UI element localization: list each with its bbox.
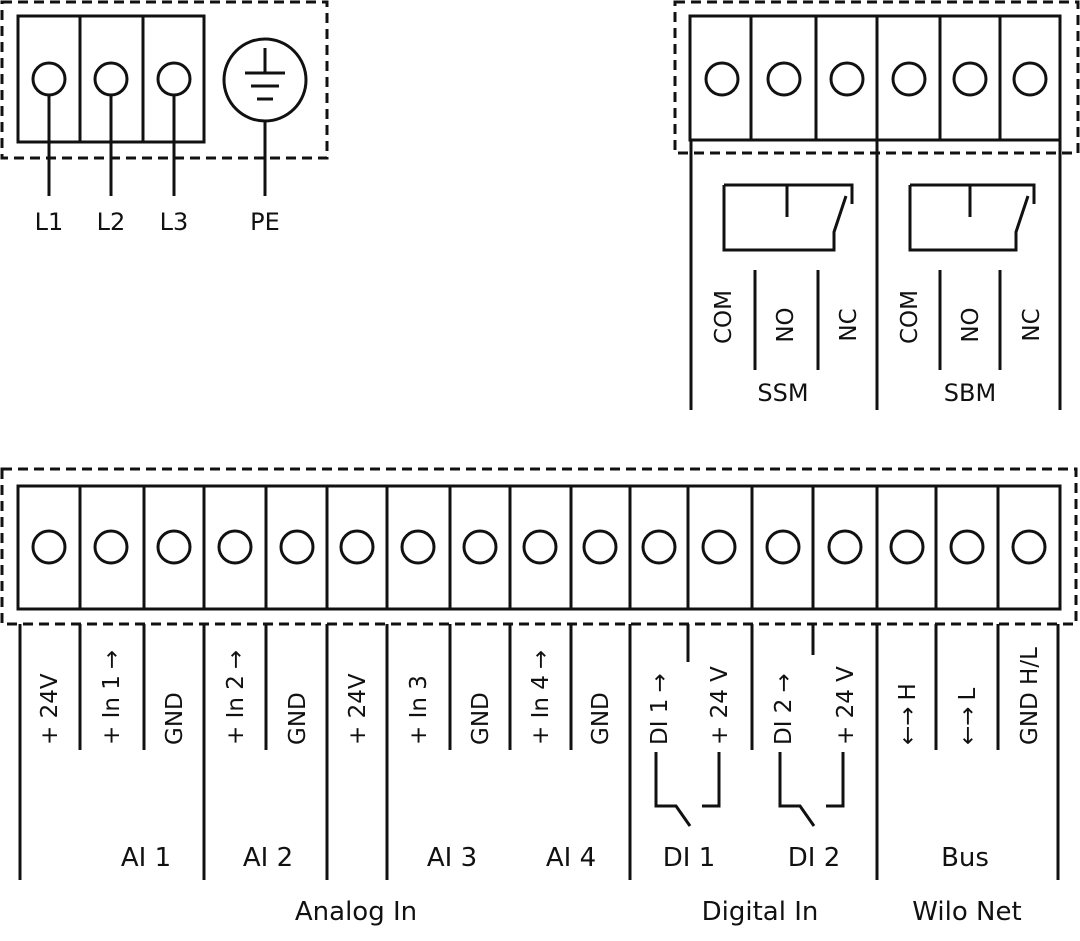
main-terminal-label: + 24V xyxy=(37,673,63,745)
terminal-screw-icon xyxy=(1012,61,1048,97)
power-terminal-block xyxy=(0,0,329,196)
terminal-screw-icon xyxy=(462,529,498,565)
terminal-screw-icon xyxy=(889,529,925,565)
terminal-screw-icon xyxy=(704,61,740,97)
group-label-wilo-net: Wilo Net xyxy=(912,897,1021,927)
terminal-screw-icon xyxy=(829,61,865,97)
subgroup-label-di1: DI 1 xyxy=(663,843,716,873)
main-terminal-label: GND xyxy=(588,692,614,745)
bidirectional-arrow-icon: ←→ xyxy=(955,706,981,745)
terminal-screw-icon xyxy=(952,61,988,97)
terminal-dividers xyxy=(78,486,1000,609)
relay-terminal-strip xyxy=(688,14,1062,142)
main-terminal-label: + 24 V xyxy=(707,666,733,745)
power-label-l1: L1 xyxy=(35,208,64,236)
bidirectional-arrow-icon: ←→ xyxy=(895,706,921,745)
terminal-screw-icon xyxy=(93,61,129,97)
terminal-screw-icon xyxy=(522,529,558,565)
terminal-screw-icon xyxy=(339,529,375,565)
terminal-screw-icon xyxy=(582,529,618,565)
protective-earth-icon xyxy=(222,37,308,196)
arrow-icon: → xyxy=(99,650,125,669)
subgroup-label-bus: Bus xyxy=(941,843,989,873)
relay-terminal-block xyxy=(673,0,1080,410)
main-terminal-label: + In 3 xyxy=(406,675,432,745)
switch-contact-icon xyxy=(778,752,845,827)
subgroup-label-ai4: AI 4 xyxy=(546,843,596,873)
terminal-screw-icon xyxy=(701,529,737,565)
terminal-screw-icon xyxy=(31,61,67,97)
changeover-contact-icon xyxy=(908,183,1036,252)
terminal-screw-icon xyxy=(949,529,985,565)
arrow-icon: → xyxy=(223,650,249,669)
group-label-analog-in: Analog In xyxy=(295,897,417,927)
terminal-screw-icon xyxy=(765,529,801,565)
main-terminal-label: GND H/L xyxy=(1017,647,1043,745)
terminal-screw-icon xyxy=(93,529,129,565)
arrow-icon: → xyxy=(771,673,797,692)
relay-terminal-label: COM xyxy=(711,290,737,344)
main-terminal-label: ←→H xyxy=(895,683,921,745)
relay-terminal-label: NC xyxy=(1019,308,1045,341)
main-terminal-label: + In 1→ xyxy=(99,650,125,745)
relay-group-label-sbm: SBM xyxy=(944,379,996,407)
terminal-screw-icon xyxy=(156,529,192,565)
relay-terminal-label: NC xyxy=(836,308,862,341)
arrow-icon: → xyxy=(647,673,673,692)
relay-terminal-label: COM xyxy=(897,290,923,344)
terminal-screw-icon xyxy=(156,61,192,97)
terminal-screw-icon xyxy=(279,529,315,565)
main-terminal-label: GND xyxy=(162,692,188,745)
terminal-screw-icon xyxy=(400,529,436,565)
main-terminal-label: GND xyxy=(285,692,311,745)
switch-contact-icon xyxy=(654,752,721,827)
main-terminal-label: + In 2→ xyxy=(223,650,249,745)
power-label-pe: PE xyxy=(250,208,280,236)
relay-terminal-label: NO xyxy=(958,307,984,342)
terminal-screw-icon xyxy=(641,529,677,565)
main-terminal-label: + In 4→ xyxy=(528,650,554,745)
arrow-icon: → xyxy=(528,650,554,669)
power-label-l3: L3 xyxy=(160,208,189,236)
main-terminal-strip xyxy=(16,484,1062,611)
main-terminal-label: + 24 V xyxy=(833,666,859,745)
relay-terminal-label: NO xyxy=(773,307,799,342)
main-terminal-label: + 24V xyxy=(345,673,371,745)
terminal-screw-icon xyxy=(891,61,927,97)
terminal-screw-icon xyxy=(827,529,863,565)
terminal-screw-icon xyxy=(1011,529,1047,565)
power-block-dashed-border xyxy=(0,0,329,160)
main-block-wiring xyxy=(18,624,1060,880)
relay-group-label-ssm: SSM xyxy=(757,379,808,407)
terminal-screw-icon xyxy=(217,529,253,565)
main-terminal-label: GND xyxy=(468,692,494,745)
terminal-screw-icon xyxy=(766,61,802,97)
subgroup-label-ai2: AI 2 xyxy=(243,843,293,873)
main-terminal-label: DI 1→ xyxy=(647,673,673,745)
main-block-dashed-border xyxy=(0,467,1078,626)
power-label-l2: L2 xyxy=(97,208,126,236)
subgroup-label-ai3: AI 3 xyxy=(427,843,477,873)
group-label-digital-in: Digital In xyxy=(702,897,819,927)
changeover-contact-icon xyxy=(722,183,854,252)
terminal-screw-icon xyxy=(31,529,67,565)
main-terminal-label: DI 2→ xyxy=(771,673,797,745)
main-terminal-labels: + 24V + In 1→ GND + In 2→ GND + 24V + In 3 GND +… xyxy=(37,647,1043,745)
main-terminal-label: ←→L xyxy=(955,687,981,745)
subgroup-label-di2: DI 2 xyxy=(788,843,841,873)
main-terminal-block xyxy=(0,467,1078,880)
subgroup-label-ai1: AI 1 xyxy=(121,843,171,873)
